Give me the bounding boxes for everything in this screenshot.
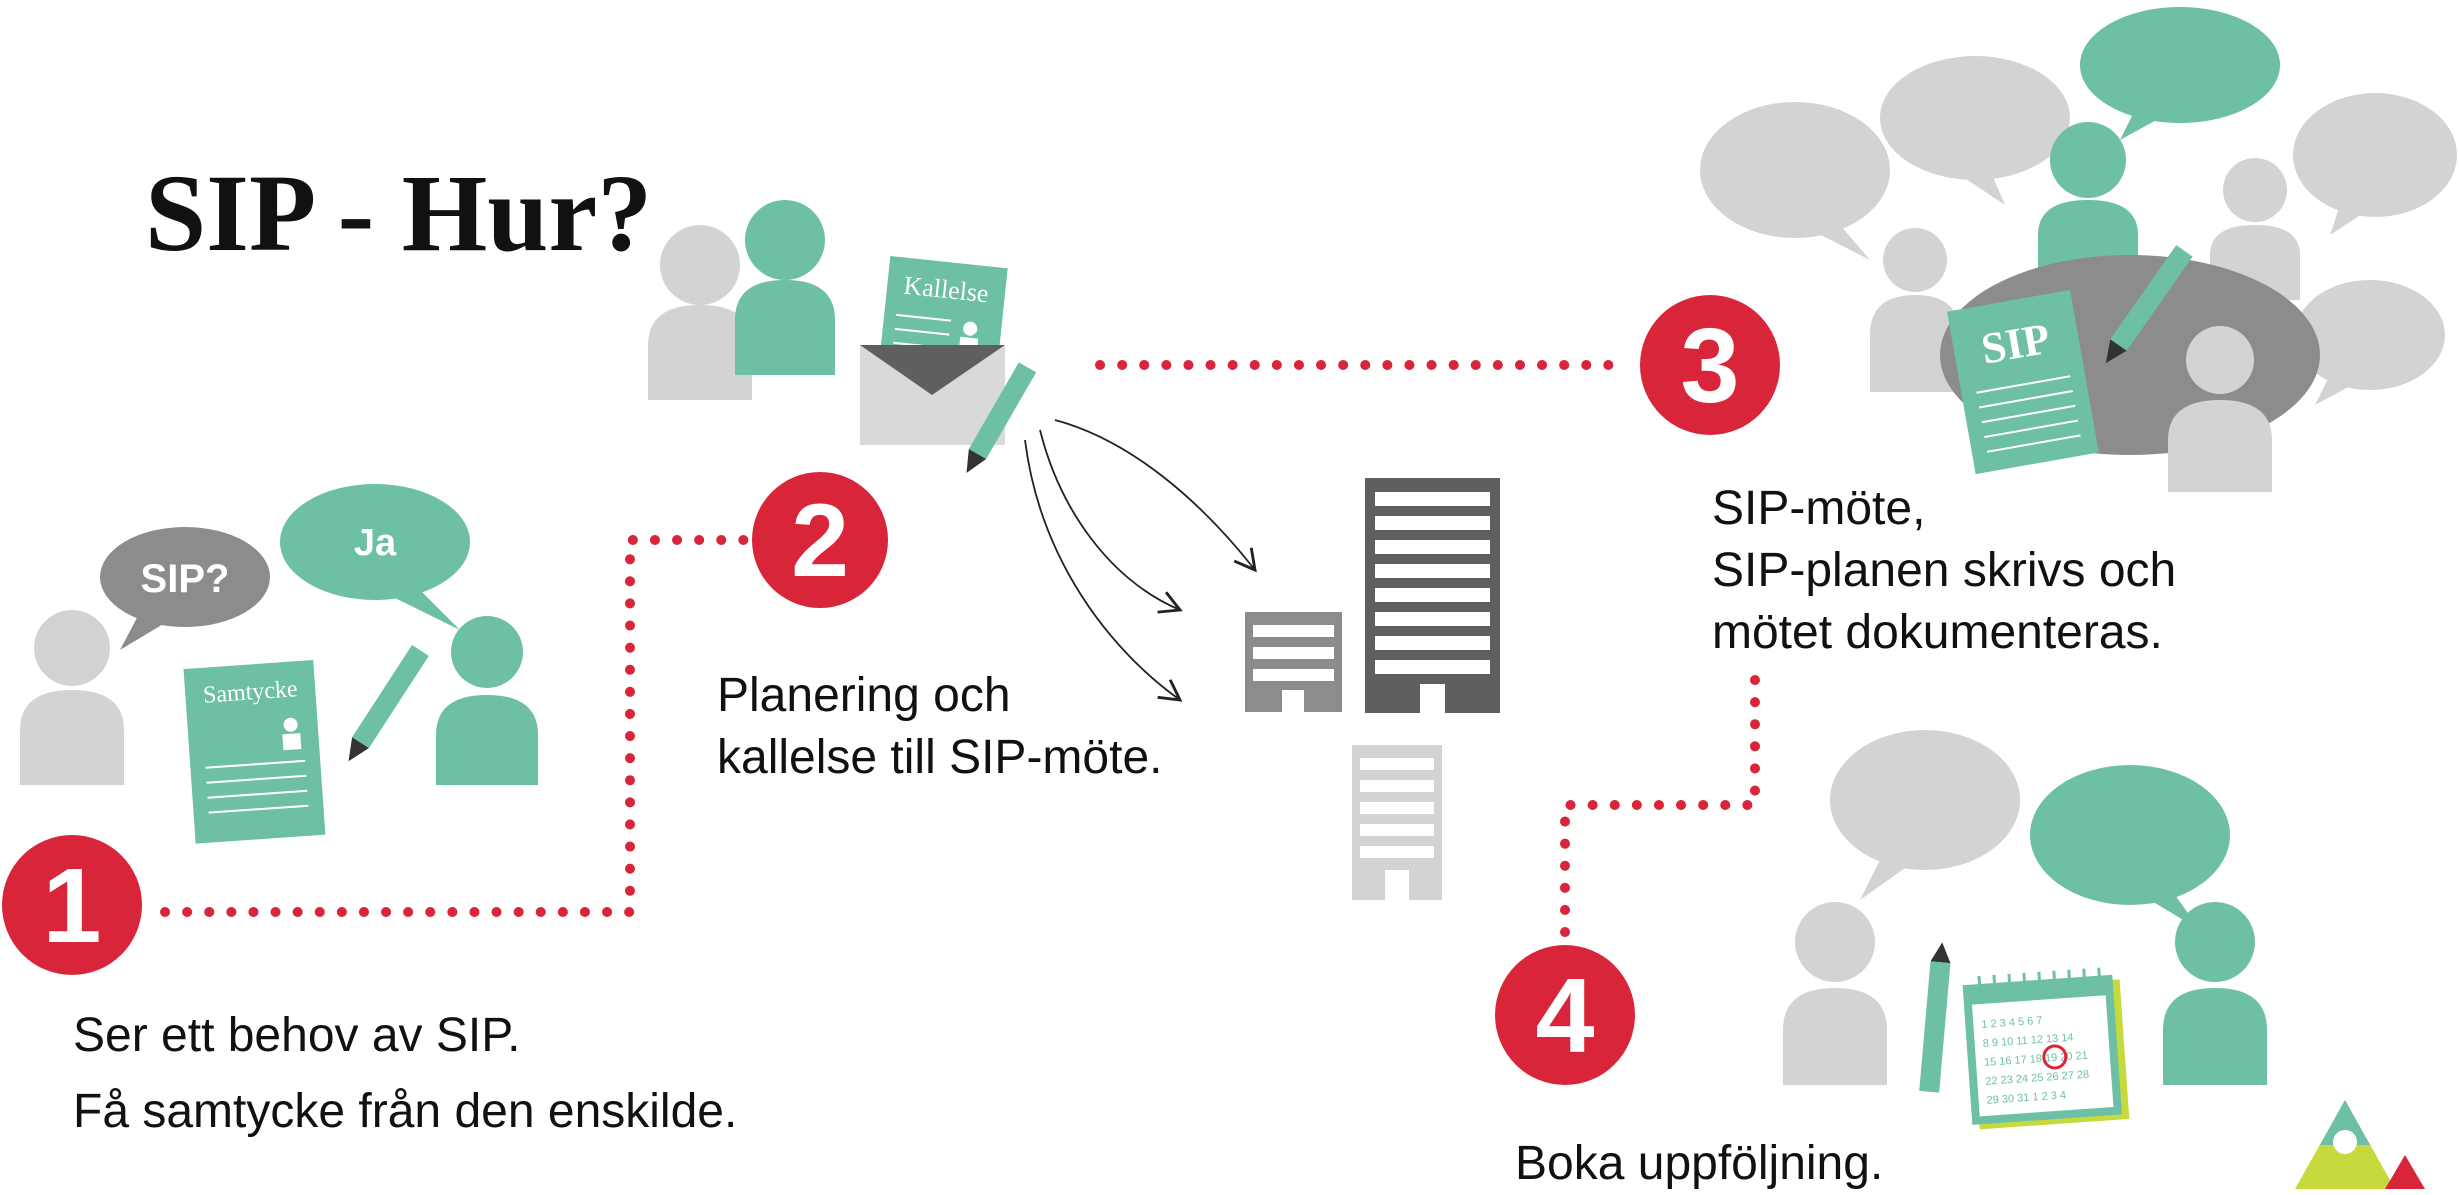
speech-bubble-icon (2080, 7, 2280, 140)
speech-bubble-icon: Ja (280, 484, 470, 630)
logo-icon (2295, 1100, 2425, 1189)
building-windows (1375, 492, 1490, 713)
step-3-line-1: SIP-möte, (1712, 482, 1926, 535)
step-2-caption: Planering och kallelse till SIP-möte. (717, 665, 1162, 789)
person-icon (2163, 902, 2267, 1085)
step-3-line-3: mötet dokumenteras. (1712, 606, 2163, 659)
document-icon: Samtycke (183, 659, 326, 844)
building-icon (1245, 612, 1342, 712)
calendar-row: 1 2 3 4 5 6 7 (1981, 1015, 2043, 1031)
envelope-icon: Kallelse (860, 255, 1008, 445)
step-1-line-2: Få samtycke från den enskilde. (73, 1085, 738, 1138)
person-icon (1870, 228, 1960, 392)
speech-bubble-icon (1700, 102, 1890, 260)
step-2-line-1: Planering och (717, 669, 1011, 722)
document-icon: SIP (1947, 289, 2099, 475)
pencil-icon (348, 645, 429, 762)
speech-bubble-icon: SIP? (100, 527, 270, 650)
calendar-icon: 1 2 3 4 5 6 7 8 9 10 11 12 13 14 15 16 1… (1962, 967, 2130, 1130)
step-number-1: 1 (43, 847, 102, 965)
step-badge-3: 3 (1640, 295, 1780, 435)
person-icon (735, 200, 835, 375)
step-number-2: 2 (791, 483, 849, 599)
step-number-3: 3 (1681, 307, 1740, 425)
step-number-4: 4 (1536, 957, 1595, 1075)
speech-bubble-icon (2295, 280, 2445, 405)
step-4-line-1: Boka uppföljning. (1515, 1137, 1884, 1190)
bubble-sip-question: SIP? (141, 557, 230, 601)
person-icon (1783, 902, 1887, 1085)
step-badge-2: 2 (752, 472, 888, 608)
pencil-icon (1919, 942, 1951, 1093)
speech-bubble-icon (1830, 730, 2020, 900)
person-icon (2168, 326, 2272, 492)
step-3-illustration: SIP (1700, 7, 2457, 492)
calendar-rings (1977, 967, 2102, 993)
step-3-caption: SIP-möte, SIP-planen skrivs och mötet do… (1712, 478, 2176, 664)
step-badge-1: 1 (2, 835, 142, 975)
calendar-marked-date (2042, 1044, 2068, 1070)
step-2-illustration: Kallelse (648, 200, 1037, 474)
building-icon (1365, 478, 1500, 713)
step-4-caption: Boka uppföljning. (1515, 1133, 1883, 1195)
step-3-line-2: SIP-planen skrivs och (1712, 544, 2177, 597)
person-icon (436, 616, 538, 785)
step-1-illustration: SIP? Ja Samtycke (20, 484, 538, 844)
document-label-plan: SIP (1978, 314, 2054, 374)
page-title: SIP - Hur? (145, 152, 653, 274)
distribution-arrows (1024, 419, 1257, 702)
person-icon (20, 610, 124, 785)
pencil-icon (966, 362, 1037, 474)
step-1-line-1: Ser ett behov av SIP. (73, 1009, 521, 1062)
step-badge-4: 4 (1495, 945, 1635, 1085)
person-icon (648, 225, 752, 400)
step-2-line-2: kallelse till SIP-möte. (717, 731, 1163, 784)
speech-bubble-icon (2293, 93, 2457, 235)
step-4-illustration: 1 2 3 4 5 6 7 8 9 10 11 12 13 14 15 16 1… (1783, 730, 2267, 1130)
calendar-row: 29 30 31 1 2 3 4 (1986, 1089, 2066, 1107)
building-icon (1352, 745, 1442, 900)
connector-3-4 (1560, 675, 1760, 945)
speech-bubble-icon (1880, 56, 2070, 205)
bubble-yes: Ja (354, 522, 397, 564)
step-1-caption: Ser ett behov av SIP. Få samtycke från d… (73, 1005, 737, 1143)
pencil-icon (2105, 245, 2193, 364)
